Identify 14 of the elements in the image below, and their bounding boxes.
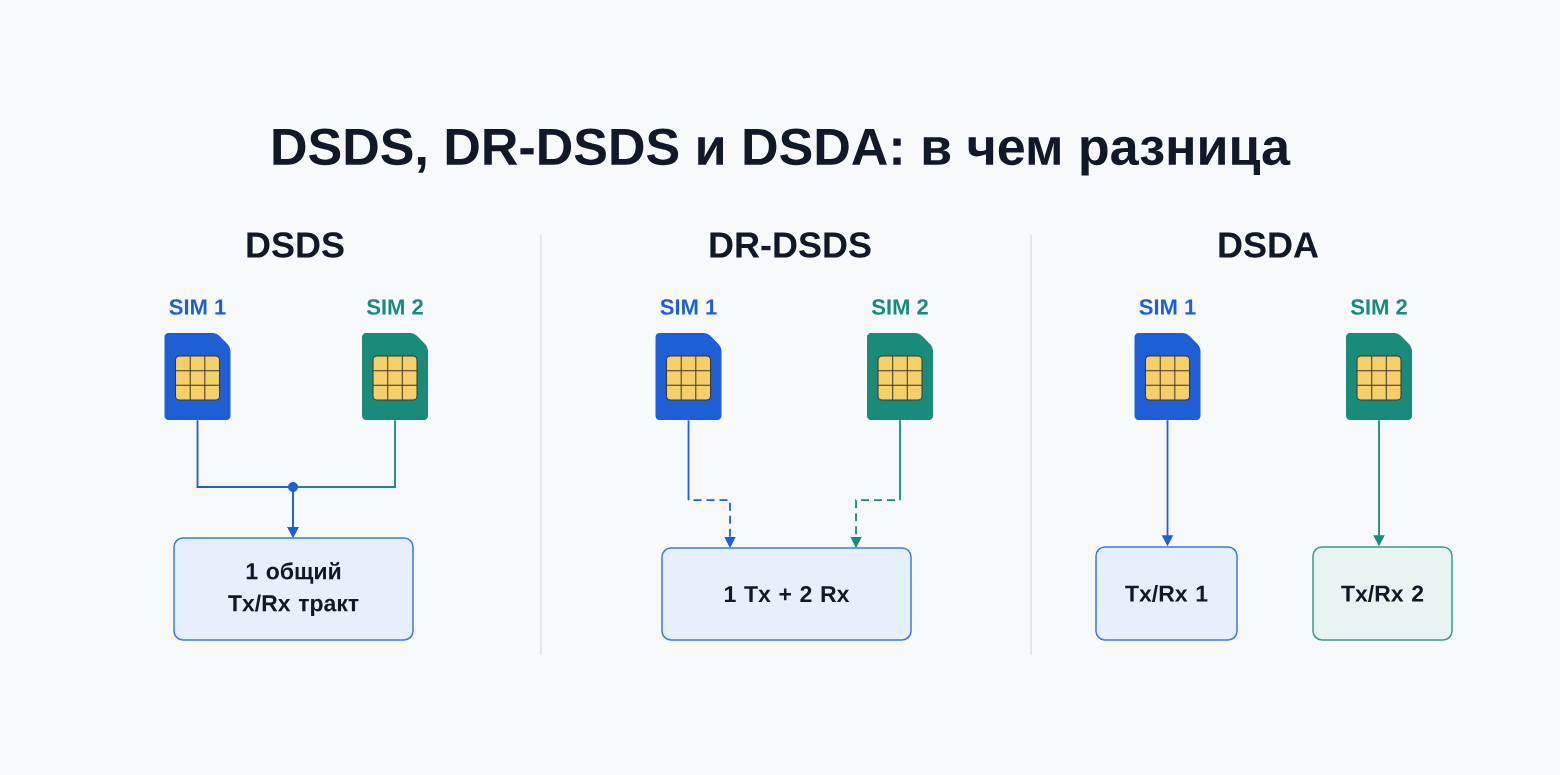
process-box: Tx/Rx 1 [1095,546,1238,641]
sim-label: SIM 2 [871,299,928,315]
sim-label: SIM 2 [366,299,423,315]
title: DSDS, DR-DSDS и DSDA: в чем разница [273,128,1291,176]
sim-label: SIM 1 [660,299,717,315]
section-heading: DSDS [247,232,344,258]
section-heading: DR-DSDS [710,232,871,258]
sim-label: SIM 2 [1350,299,1407,315]
process-box: Tx/Rx 2 [1312,546,1453,641]
process-box: 1 общий Tx/Rx тракт [173,537,414,641]
sim-label: SIM 1 [169,299,226,315]
sim-label: SIM 1 [1139,299,1196,315]
process-box: 1 Tx + 2 Rx [661,547,912,641]
section-heading: DSDA [1219,232,1319,258]
